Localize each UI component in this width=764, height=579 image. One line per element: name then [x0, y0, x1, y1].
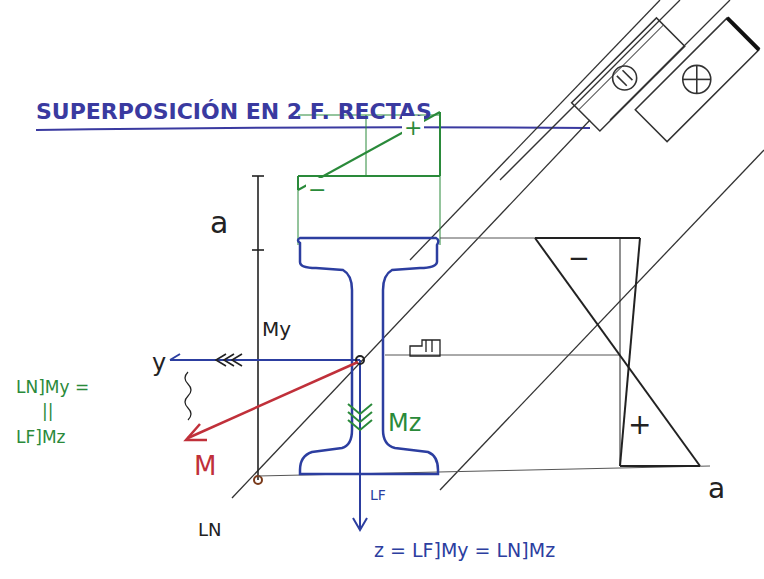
stress-diagram: [535, 238, 700, 466]
dimension-label: a: [706, 474, 727, 505]
equation-label: LF]Mz: [14, 428, 67, 447]
dimension-label: a: [208, 206, 230, 239]
diagonal-lines: [232, 0, 764, 498]
stress-diagram-my: [298, 112, 440, 245]
moment-arrow: [216, 354, 242, 366]
moment-label: My: [260, 318, 293, 340]
neutral-line-label: LN: [196, 520, 224, 540]
sign-label: −: [306, 178, 328, 202]
moment-vector: [186, 362, 358, 440]
stress-blocks: [572, 0, 759, 170]
point: [254, 476, 262, 484]
reference-lines: [258, 238, 710, 476]
bracket: [185, 372, 191, 420]
equation-label: ||: [40, 402, 55, 421]
equation-label: LN]My =: [14, 378, 91, 397]
sign-label: +: [402, 116, 424, 140]
moment-label: Mz: [386, 410, 423, 436]
axis-label: z = LF]My = LN]Mz: [372, 540, 557, 561]
title: SUPERPOSICIÓN EN 2 F. RECTAS: [36, 100, 432, 124]
sign-label: +: [626, 410, 653, 441]
moment-label: M: [192, 452, 218, 481]
axes: [170, 354, 367, 530]
moment-arrow: [348, 404, 372, 430]
support-symbol: [410, 340, 440, 356]
axis-label: y: [150, 350, 168, 376]
line-label: LF: [368, 488, 388, 503]
title-underline: [36, 127, 590, 130]
sign-label: −: [566, 244, 592, 273]
